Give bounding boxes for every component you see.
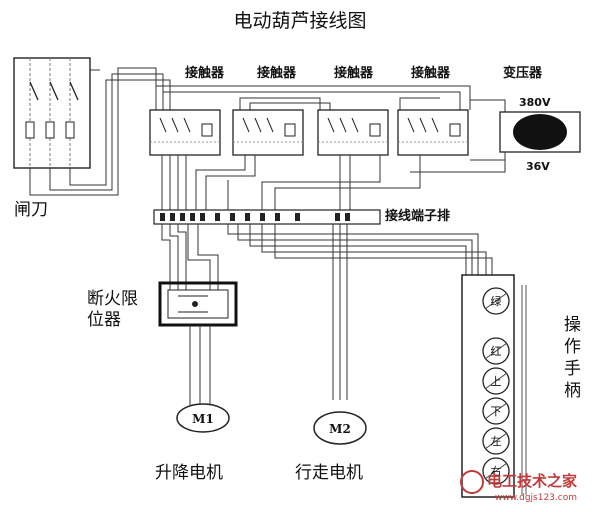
contactor-1 xyxy=(149,109,221,156)
handle-label-char: 操 xyxy=(564,315,581,335)
limit-switch-label-line1: 断火限 xyxy=(87,289,138,309)
motor-1-caption: 升降电机 xyxy=(155,463,223,483)
pendant-button[interactable]: 红 xyxy=(482,337,510,365)
watermark-url: www.dgjs123.com xyxy=(495,493,577,503)
contactor-4 xyxy=(397,109,469,156)
lower-wires xyxy=(161,224,493,400)
pendant-button-label: 左 xyxy=(491,435,502,448)
knife-switch xyxy=(13,57,91,169)
motor-1-label: M1 xyxy=(192,412,214,426)
contactor-4-label: 接触器 xyxy=(411,65,451,81)
pendant-button-label: 上 xyxy=(491,375,502,388)
pendant-button-contact-line xyxy=(484,462,508,480)
handle-label-char: 作 xyxy=(564,337,581,357)
handle-label-char: 手 xyxy=(564,359,581,379)
watermark-logo-icon xyxy=(460,470,484,494)
terminal-block-label: 接线端子排 xyxy=(385,208,450,224)
pendant-button-contact-line xyxy=(484,292,508,310)
contactor-3-label: 接触器 xyxy=(334,65,374,81)
pendant-button-label: 右 xyxy=(491,464,502,478)
contactor-1-label: 接触器 xyxy=(185,65,225,81)
diagram-title: 电动葫芦接线图 xyxy=(233,10,366,32)
supply-wires xyxy=(29,67,171,196)
motor-2-label: M2 xyxy=(329,422,351,436)
pendant-button[interactable]: 下 xyxy=(482,397,510,425)
contactor-3 xyxy=(317,109,389,156)
drop-wires xyxy=(161,152,506,210)
limit-switch-label-line2: 位器 xyxy=(87,310,121,330)
motor-2-caption: 行走电机 xyxy=(295,463,363,483)
motor-2: M2 xyxy=(313,411,367,445)
pendant-button[interactable]: 左 xyxy=(482,427,510,455)
pendant-button-contact-line xyxy=(484,402,508,420)
watermark-text: 电工技术之家 xyxy=(487,472,577,490)
watermark: 电工技术之家 www.dgjs123.com xyxy=(460,470,577,503)
pendant-button-label: 下 xyxy=(491,405,502,418)
pendant-button-contact-line xyxy=(484,372,508,390)
transformer xyxy=(499,111,581,153)
pendant-button-label: 红 xyxy=(491,345,502,358)
pendant-button-label: 绿 xyxy=(491,294,502,308)
pendant-button[interactable]: 上 xyxy=(482,367,510,395)
contactor-interconnect-wires xyxy=(155,85,506,161)
motor-1-wires xyxy=(189,325,211,405)
contactor-2-label: 接触器 xyxy=(257,65,297,81)
contactor-2 xyxy=(232,109,304,156)
transformer-label: 变压器 xyxy=(503,65,543,81)
limit-switch xyxy=(158,281,238,327)
pendant-button-contact-line xyxy=(484,342,508,360)
handle-label-char: 柄 xyxy=(564,381,581,401)
terminal-block xyxy=(153,209,381,225)
transformer-primary-voltage: 380V xyxy=(519,96,551,109)
knife-switch-label: 闸刀 xyxy=(14,200,48,220)
motor-1: M1 xyxy=(176,403,230,433)
pendant-button-contact-line xyxy=(484,432,508,450)
pendant-button[interactable]: 绿 xyxy=(482,287,510,315)
pendant-button[interactable]: 右 xyxy=(482,457,510,485)
transformer-secondary-voltage: 36V xyxy=(526,160,550,173)
